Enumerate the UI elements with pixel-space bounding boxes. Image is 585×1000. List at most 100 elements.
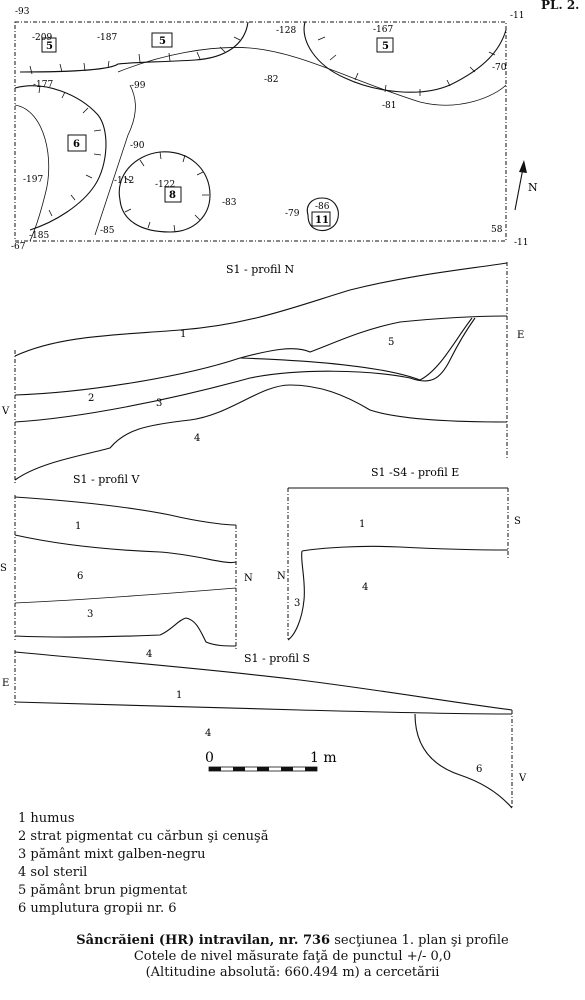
layer-boundary: [414, 713, 513, 809]
plate-number: PL. 2.: [541, 0, 580, 12]
layer-number: 6: [476, 764, 482, 775]
layer-boundary: [239, 317, 473, 381]
layer-boundary: [301, 545, 509, 552]
scale-start-label: 0: [205, 750, 214, 766]
scale-bar: 0 1 m: [205, 750, 337, 772]
level-reading: -197: [23, 175, 43, 185]
ground-surface-line: [14, 496, 237, 526]
layer-boundary: [14, 384, 508, 481]
profile-side-label: E: [517, 330, 524, 341]
level-reading: -79: [285, 209, 300, 219]
pit-number-box: [311, 211, 331, 227]
scale-bar-segment: [233, 767, 245, 771]
profile-title: S1 - profil V: [73, 473, 141, 486]
pit-number: 5: [159, 36, 166, 47]
pit-number-box: [376, 37, 394, 53]
layer-boundary: [14, 701, 513, 715]
level-reading: -128: [276, 26, 296, 36]
level-reading: -99: [131, 81, 146, 91]
layer-number: 2: [88, 393, 94, 404]
layer-number: 5: [388, 337, 394, 348]
layer-boundary: [14, 587, 237, 604]
scale-bar-segment: [305, 767, 317, 771]
pit-number: 5: [382, 41, 389, 52]
level-reading: -122: [155, 180, 175, 190]
pit-outline: [14, 85, 107, 231]
pit-outline: [19, 21, 249, 73]
profile-side-label: N: [277, 571, 286, 582]
layer-boundary: [14, 534, 237, 564]
layer-boundary: [14, 617, 237, 647]
caption-line-2: Cotele de nivel măsurate faţă de punctul…: [133, 949, 452, 964]
legend-item: 1 humus: [18, 811, 75, 826]
legend-item: 3 pământ mixt galben-negru: [18, 847, 206, 862]
layer-number: 1: [359, 519, 365, 530]
feature-outline: [94, 84, 136, 236]
layer-number: 4: [362, 582, 368, 593]
pit-hatching: [29, 36, 241, 75]
level-reading: -70: [492, 63, 507, 73]
figure-caption: Sâncrăieni (HR) intravilan, nr. 736 secţ…: [0, 933, 585, 981]
north-arrowhead: [519, 160, 527, 173]
caption-section: secţiunea 1. plan şi profile: [330, 933, 509, 948]
legend: 1 humus 2 strat pigmentat cu cărbun şi c…: [18, 810, 268, 918]
north-label: N: [528, 181, 538, 194]
layer-boundary: [14, 317, 476, 423]
layer-number: 3: [87, 609, 93, 620]
caption-line-3: (Altitudine absolută: 660.494 m) a cerce…: [145, 965, 440, 980]
legend-item: 5 pământ brun pigmentat: [18, 883, 188, 898]
profile-title: S1 - profil N: [226, 263, 295, 276]
level-reading: -177: [33, 80, 53, 90]
pit-hatching: [124, 151, 209, 233]
level-reading: -90: [130, 141, 145, 151]
layer-boundary: [287, 550, 305, 641]
pit-number: 5: [46, 41, 53, 52]
pit-outline: [303, 21, 507, 93]
profile-side-label: V: [518, 773, 527, 784]
pit-number: 8: [169, 190, 176, 201]
ground-surface-line: [14, 651, 513, 711]
scale-bar-segment: [209, 767, 221, 771]
profile-side-label: E: [2, 678, 9, 689]
pit-outline: [118, 151, 211, 233]
profile-east: S1 -S4 - profil E N S 1 4 3: [277, 466, 521, 641]
profile-south: S1 - profil S E V 1 4 6: [2, 650, 527, 809]
layer-number: 1: [180, 329, 186, 340]
layer-number: 3: [294, 598, 300, 609]
scale-bar-segment: [257, 767, 269, 771]
pit-outline: [306, 197, 339, 232]
pit-outline: [14, 104, 50, 242]
profile-title: S1 - profil S: [244, 652, 310, 665]
profile-title: S1 -S4 - profil E: [371, 466, 459, 479]
level-reading: -167: [373, 25, 393, 35]
pit-number-box: [41, 37, 57, 53]
level-reading: -67: [11, 242, 26, 252]
profile-side-label: S: [0, 563, 7, 574]
caption-site-name: Sâncrăieni (HR) intravilan, nr. 736: [76, 933, 331, 948]
profile-north: S1 - profil N V E 1 5 2 3 4: [1, 262, 524, 485]
level-reading: -209: [32, 33, 52, 43]
pit-number: 6: [73, 139, 80, 150]
level-reading: -185: [29, 231, 49, 241]
layer-number: 1: [176, 690, 182, 701]
pit-number: 11: [315, 215, 329, 226]
pit-hatching: [38, 85, 102, 217]
layer-number: 6: [77, 571, 83, 582]
profile-side-label: N: [244, 573, 253, 584]
layer-number: 1: [75, 521, 81, 532]
site-plan: N 5 5 5 6 8 11 -93 -209 -187 -128 -167 -…: [11, 7, 538, 252]
level-reading: -11: [514, 238, 529, 248]
level-reading: -112: [114, 176, 134, 186]
profile-side-label: S: [514, 516, 521, 527]
layer-boundary: [14, 315, 508, 396]
layer-number: 4: [205, 728, 211, 739]
pit-number-box: [164, 186, 182, 203]
level-reading: -81: [382, 101, 397, 111]
scale-end-label: 1 m: [310, 750, 337, 766]
trench-outline: [14, 21, 507, 242]
layer-number: 4: [146, 649, 152, 660]
level-reading: 58: [491, 225, 503, 235]
feature-outline: [117, 47, 507, 106]
profile-west: S1 - profil V S N 1 6 3 4: [0, 473, 253, 660]
